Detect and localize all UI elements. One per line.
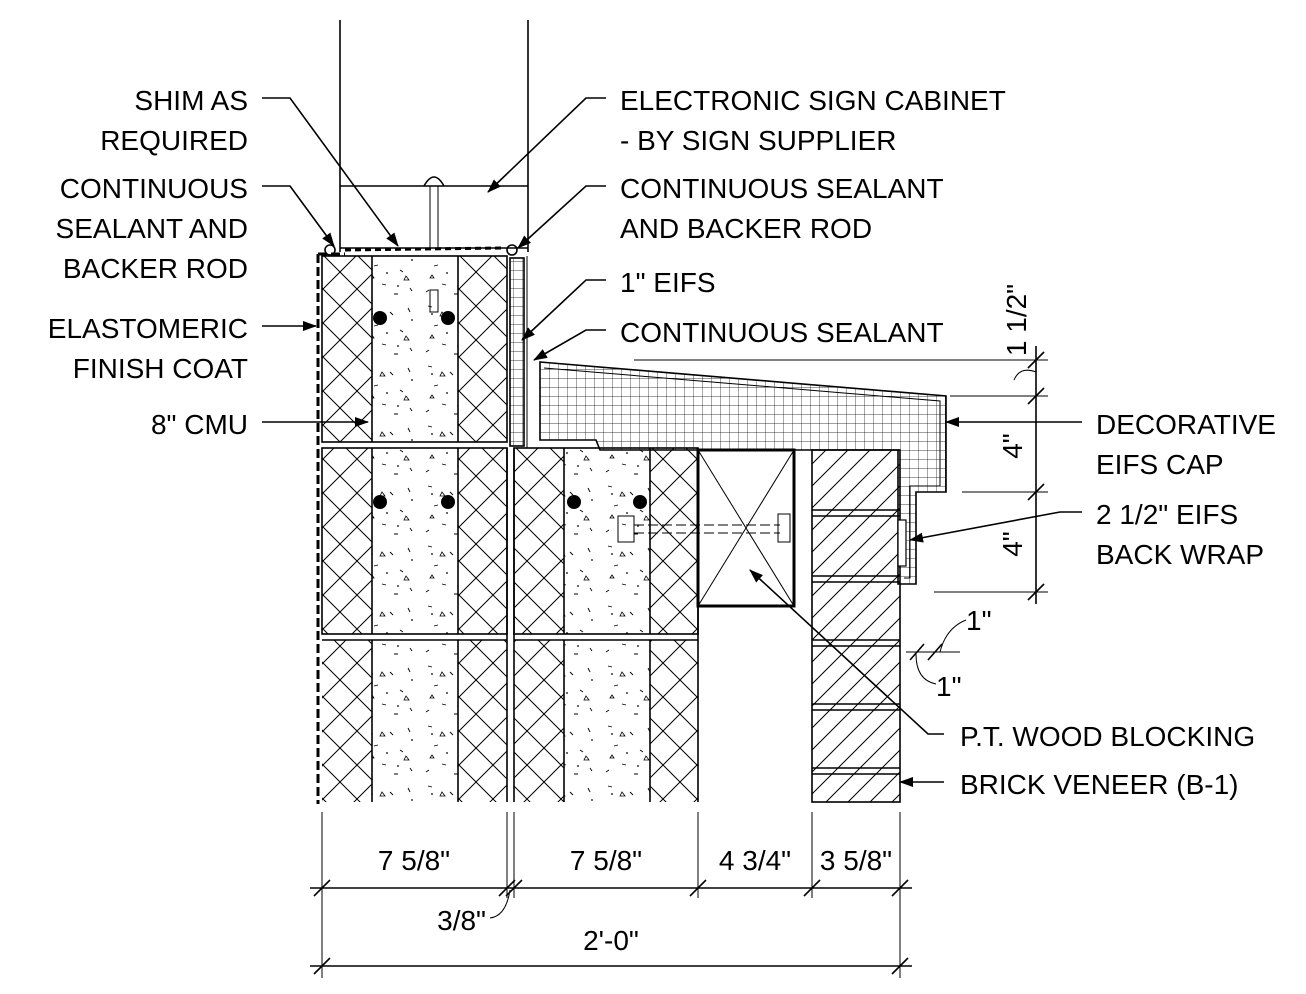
wood-blocking bbox=[696, 448, 796, 608]
dim-rise: 1 1/2" bbox=[1001, 284, 1032, 356]
dim-cmu-1: 7 5/8" bbox=[378, 845, 450, 876]
cont-sealant-label: CONTINUOUS SEALANT bbox=[620, 317, 944, 348]
dim-gap: 3/8" bbox=[437, 905, 486, 936]
brick-label: BRICK VENEER (B-1) bbox=[960, 769, 1239, 800]
callout-text: SHIM AS REQUIRED CONTINUOUS SEALANT AND … bbox=[48, 85, 1276, 800]
wood-blocking-label: P.T. WOOD BLOCKING bbox=[960, 721, 1255, 752]
brick-veneer bbox=[811, 449, 901, 803]
shim-label-2: REQUIRED bbox=[100, 125, 248, 156]
eifs-cap-label-2: EIFS CAP bbox=[1096, 449, 1224, 480]
eifs-cap-label-1: DECORATIVE bbox=[1096, 409, 1276, 440]
eifs-strip bbox=[509, 256, 528, 448]
cmu-wall bbox=[321, 255, 791, 802]
dimension-text: 7 5/8" 7 5/8" 4 3/4" 3 5/8" 3/8" 2'-0" 1… bbox=[378, 284, 1032, 956]
sealant-left-label-2: SEALANT AND bbox=[56, 213, 248, 244]
sealant-left-label-3: BACKER ROD bbox=[63, 253, 248, 284]
dim-cap-height: 4" bbox=[997, 433, 1028, 459]
eifs-1in-label: 1" EIFS bbox=[620, 267, 716, 298]
eifs-back-wrap bbox=[897, 519, 907, 567]
callout-leaders bbox=[262, 97, 1082, 787]
eifs-cap bbox=[539, 361, 947, 585]
sign-cabinet bbox=[339, 20, 529, 252]
dim-blocking: 4 3/4" bbox=[719, 845, 791, 876]
dim-offset-b: 1" bbox=[936, 671, 962, 702]
sign-cabinet-label-2: - BY SIGN SUPPLIER bbox=[620, 125, 896, 156]
elastomeric-label-1: ELASTOMERIC bbox=[48, 313, 248, 344]
dim-wrap-height: 4" bbox=[997, 531, 1028, 557]
dimension-lines bbox=[310, 346, 1048, 978]
shim-label-1: SHIM AS bbox=[134, 85, 248, 116]
dim-brick: 3 5/8" bbox=[820, 845, 892, 876]
sealant-right-label-1: CONTINUOUS SEALANT bbox=[620, 173, 944, 204]
elastomeric-finish-coat bbox=[316, 252, 345, 804]
elastomeric-label-2: FINISH COAT bbox=[73, 353, 248, 384]
sealant-right-label-2: AND BACKER ROD bbox=[620, 213, 872, 244]
cmu-label: 8" CMU bbox=[151, 409, 248, 440]
sealant-left-label-1: CONTINUOUS bbox=[60, 173, 248, 204]
back-wrap-label-1: 2 1/2" EIFS bbox=[1096, 499, 1238, 530]
dim-cmu-2: 7 5/8" bbox=[570, 845, 642, 876]
back-wrap-label-2: BACK WRAP bbox=[1096, 539, 1264, 570]
backer-rod-right bbox=[506, 244, 518, 256]
sign-cabinet-label-1: ELECTRONIC SIGN CABINET bbox=[620, 85, 1006, 116]
shim bbox=[344, 246, 506, 252]
dim-offset-a: 1" bbox=[966, 605, 992, 636]
dim-total: 2'-0" bbox=[583, 925, 639, 956]
